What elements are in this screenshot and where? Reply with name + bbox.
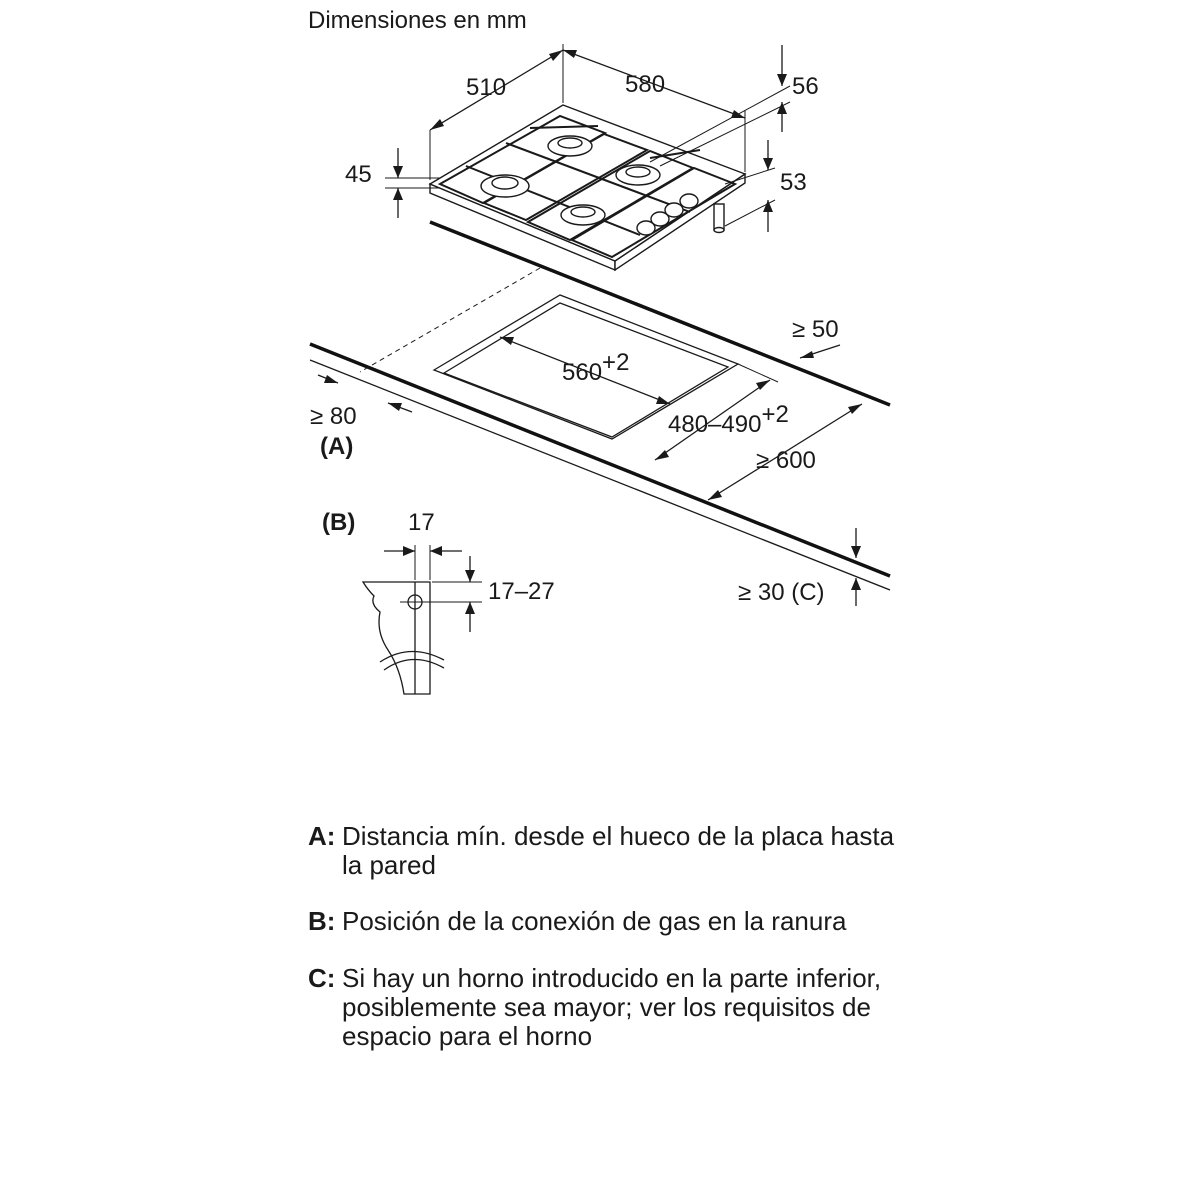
control-knobs <box>636 193 699 236</box>
cabinet-profile <box>361 581 431 695</box>
legend-text-c: Si hay un horno introducido en la parte … <box>342 963 882 1051</box>
dim-clear-back: ≥ 50 <box>792 316 839 343</box>
legend-item-b: B: Posición de la conexión de gas en la … <box>308 907 908 936</box>
burner-front-right <box>560 204 606 226</box>
dim-wall-distance: ≥ 80 <box>310 403 357 430</box>
dim-45: 45 <box>345 161 372 188</box>
dim-worktop-depth: ≥ 600 <box>756 447 816 474</box>
legend-item-a: A: Distancia mín. desde el hueco de la p… <box>308 822 908 880</box>
gas-connection-pipe <box>713 203 725 234</box>
dim-56: 56 <box>792 73 819 100</box>
svg-text:560+2: 560+2 <box>562 349 629 386</box>
dim-cutout-depth: 480–490 <box>668 411 761 438</box>
legend-text-b: Posición de la conexión de gas en la ran… <box>342 906 847 936</box>
dim-cutout-depth-tol: +2 <box>761 401 788 428</box>
dim-below-clear: ≥ 30 (C) <box>738 579 825 606</box>
dim-gas-offset: 17 <box>408 509 435 536</box>
dim-gas-height: 17–27 <box>488 578 555 605</box>
burner-front-left <box>480 174 530 198</box>
hob-dimensions: 510 580 56 45 53 <box>345 44 819 232</box>
burner-back-left <box>547 135 593 157</box>
legend-key-c: C: <box>308 963 336 993</box>
dim-510: 510 <box>466 74 506 101</box>
cutout-inner <box>442 302 730 438</box>
svg-text:480–490+2: 480–490+2 <box>668 401 789 438</box>
worktop-dimensions: ≥ 50 560+2 480–490+2 ≥ 600 ≥ 80 (A) <box>310 316 863 606</box>
legend-key-a: A: <box>308 821 336 851</box>
burner-back-right <box>615 164 661 186</box>
label-a: (A) <box>320 433 353 460</box>
legend-item-c: C: Si hay un horno introducido en la par… <box>308 964 908 1051</box>
dim-53: 53 <box>780 169 807 196</box>
hob-illustration <box>428 104 747 272</box>
detail-b-illustration: (B) 17 17–27 <box>322 509 555 695</box>
legend-text-a: Distancia mín. desde el hueco de la plac… <box>342 821 895 880</box>
diagram-title: Dimensiones en mm <box>308 7 527 34</box>
legend-key-b: B: <box>308 906 336 936</box>
dim-cutout-width: 560 <box>562 359 602 386</box>
dim-580: 580 <box>625 71 665 98</box>
dim-cutout-width-tol: +2 <box>602 349 629 376</box>
label-b: (B) <box>322 509 355 536</box>
